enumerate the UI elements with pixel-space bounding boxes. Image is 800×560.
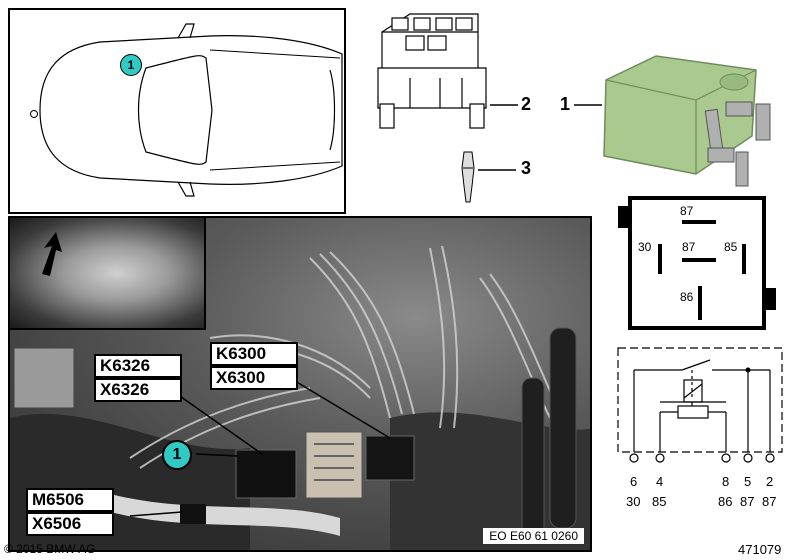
car-callout-marker: 1	[120, 54, 142, 76]
image-code-label: EO E60 61 0260	[483, 528, 584, 544]
photo-callout-number: 1	[172, 446, 182, 463]
pin-85-bar	[742, 244, 746, 274]
schematic-top-2: 2	[766, 474, 774, 489]
connector-housing-drawing	[377, 13, 487, 129]
leader-line-part-1	[574, 104, 602, 106]
schematic-bottom-numbers: 30 85 86 87 87	[612, 494, 792, 512]
label-x6506: X6506	[26, 512, 114, 536]
relay-drawing	[603, 55, 771, 187]
pin-86-label: 86	[680, 290, 694, 304]
part-3-label: 3	[521, 158, 532, 178]
car-outline	[30, 23, 343, 197]
terminal-pin-drawing	[461, 151, 475, 203]
engine-inset-photo	[10, 218, 206, 330]
schematic-top-numbers: 6 4 8 5 2	[612, 474, 792, 492]
pin-86-bar	[698, 286, 702, 320]
pin-87-mid-label: 87	[682, 240, 696, 254]
part-2-label: 2	[521, 94, 532, 114]
label-x6300: X6300	[210, 366, 298, 390]
relay-circuit-schematic	[617, 347, 783, 463]
part-1-label: 1	[560, 94, 571, 114]
schematic-bottom-30: 30	[626, 494, 641, 509]
copyright-text: © 2015 BMW AG	[4, 542, 96, 556]
leader-line-part-2	[490, 104, 518, 106]
pin-30-bar	[658, 244, 662, 274]
engine-bay-photo: K6326 X6326 K6300 X6300 M6506 X6506 1 EO…	[8, 216, 592, 552]
schematic-bottom-85: 85	[652, 494, 667, 509]
pin-30-label: 30	[638, 240, 652, 254]
pin-87-top-bar	[682, 220, 716, 224]
label-x6326: X6326	[94, 378, 182, 402]
label-m6506: M6506	[26, 488, 114, 512]
pin-85-label: 85	[724, 240, 738, 254]
symbol-tab-left	[618, 206, 628, 228]
schematic-bottom-87b: 87	[762, 494, 777, 509]
diagram-number: 471079	[738, 542, 782, 557]
pin-87-top-label: 87	[680, 204, 694, 218]
relay-pin-symbol: 87 30 87 85 86	[618, 196, 776, 330]
car-location-panel: 1	[8, 8, 346, 214]
schematic-bottom-87a: 87	[740, 494, 755, 509]
pin-87-mid-bar	[682, 258, 716, 262]
wiring-harness-drawing	[10, 245, 590, 550]
leader-line-part-3	[478, 169, 516, 171]
photo-callout-marker: 1	[162, 440, 192, 470]
label-k6300: K6300	[210, 342, 298, 366]
inset-arrow	[42, 232, 62, 276]
schematic-top-4: 4	[656, 474, 664, 489]
label-k6326: K6326	[94, 354, 182, 378]
schematic-top-6: 6	[630, 474, 638, 489]
symbol-tab-right	[766, 288, 776, 310]
car-callout-number: 1	[127, 58, 135, 72]
schematic-bottom-86: 86	[718, 494, 733, 509]
schematic-top-5: 5	[744, 474, 752, 489]
schematic-top-8: 8	[722, 474, 730, 489]
